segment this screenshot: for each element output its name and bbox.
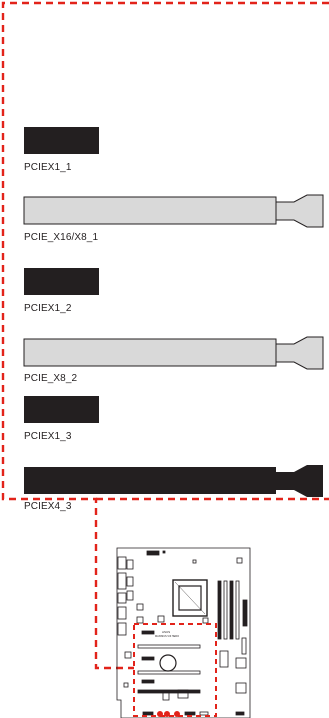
board-brand-label: ASUS xyxy=(162,630,170,634)
pcie-x16-x8-1-label: PCIE_X16/X8_1 xyxy=(24,232,99,243)
thumbnail-callout xyxy=(133,623,217,717)
pciex1-3-label: PCIEX1_3 xyxy=(24,431,72,442)
callout-frame xyxy=(1,1,329,670)
pciex1-1-slot xyxy=(24,127,99,154)
pcie-x8-2-label: PCIE_X8_2 xyxy=(24,373,78,384)
motherboard-thumbnail: ASUS MAXIMUS VIII HERO xyxy=(116,547,251,718)
pcie-x8-2-slot xyxy=(23,336,324,370)
pciex4-3-label: PCIEX4_3 xyxy=(24,501,72,512)
pcie-x16-x8-1-slot xyxy=(23,194,324,228)
pciex1-1-label: PCIEX1_1 xyxy=(24,162,72,173)
pciex1-2-slot xyxy=(24,268,99,295)
pciex1-3-slot xyxy=(24,396,99,423)
board-model-label: MAXIMUS VIII HERO xyxy=(155,635,179,638)
pciex4-3-slot xyxy=(24,465,323,497)
pciex1-2-label: PCIEX1_2 xyxy=(24,303,72,314)
